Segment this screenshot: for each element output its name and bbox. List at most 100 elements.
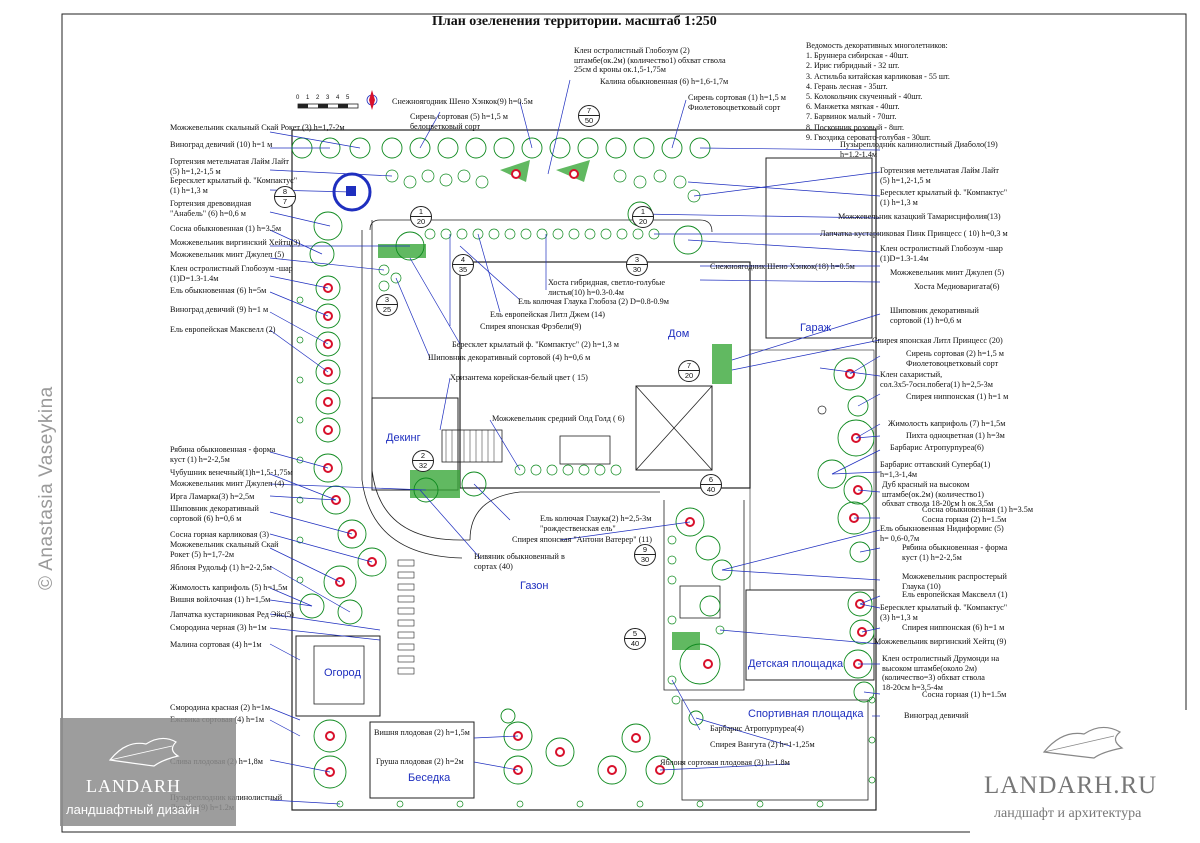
plant-label: Груша плодовая (2) h=2м xyxy=(376,757,464,766)
site-boundary xyxy=(291,129,877,811)
plant-label: Смородина красная (2) h=1м xyxy=(170,703,271,712)
plant-label: Спирея ниппонская (1) h=1 м xyxy=(906,392,1009,401)
plant-label: Спирея японская "Антони Ватерер" (11) xyxy=(512,535,652,544)
plant-label: Можжевельник казацкий Тамарисцифолия(13) xyxy=(838,212,1001,221)
zone-decking: Декинг xyxy=(386,432,421,444)
zone-sports: Спортивная площадка xyxy=(748,708,864,720)
plant-label: Гортензия древовидная "Анабель" (6) h=0,… xyxy=(170,199,252,218)
plant-label: Виноград девичий (46) h=1 м xyxy=(904,711,1007,720)
legend-item: 8. Посконник розовый - 8шт. xyxy=(806,122,905,132)
scale-tick: 1 xyxy=(306,95,310,101)
plant-label: Сосна обыкновенная (1) h=3.5м xyxy=(170,224,282,233)
plant-label: Яблоня Рудольф (1) h=2-2,5м xyxy=(170,563,272,572)
plant-label: Барбарис Атропурпуреа(6) xyxy=(890,443,984,452)
plant-label: Виноград девичий (9) h=1 м xyxy=(170,305,269,314)
plant-label: Хризантема корейская-белый цвет ( 15) xyxy=(450,373,588,382)
plant-label: Дуб красный на высоком штамбе(ок.2м) (ко… xyxy=(882,480,994,508)
plant-label: Сирень сортовая (2) h=1,5 м Фиолетовоцве… xyxy=(906,349,1004,368)
brand-subtitle: ландшафтный дизайн xyxy=(66,802,200,817)
plant-label: Шиповник декоративный сортовой (4) h=0,6… xyxy=(428,353,591,362)
plant-label: Чубушник венечный(1)h=1,5-1,75м xyxy=(170,468,293,477)
plant-label: Рябина обыкновенная - форма куст (1) h=2… xyxy=(902,543,1008,562)
plant-label: Калина обыкновенная (6) h=1,6-1,7м xyxy=(600,77,729,86)
legend-item: 6. Манжетка мягкая - 40шт. xyxy=(806,102,900,112)
zone-gazebo: Беседка xyxy=(408,772,451,784)
plant-label: Бересклет крылатый ф. "Компактус" (1) h=… xyxy=(170,176,298,195)
garage-outline xyxy=(765,157,873,339)
plant-label: Жимолость каприфоль (5) h=1,5м xyxy=(170,583,288,592)
plant-label: Яблоня сортовая плодовая (3) h=1.8м xyxy=(660,758,790,767)
house-core xyxy=(635,385,713,471)
brand-name: LANDARH.RU xyxy=(984,772,1158,799)
plant-label: Можжевельник виргинский Хейтц (9) xyxy=(874,637,1007,646)
sports-outline xyxy=(681,699,869,801)
plant-label: Гортензия метельчатая Лайм Лайт (5) h=1,… xyxy=(170,157,289,176)
brand-subtitle: ландшафт и архитектура xyxy=(994,806,1142,821)
plant-label: Пихта одноцветная (1) h=3м xyxy=(906,431,1005,440)
plant-label: Барбарис Атропурпуреа(4) xyxy=(710,724,804,733)
plant-label: Клен остролистный Глобозум -шар (1)D=1.3… xyxy=(170,264,293,283)
plant-label: Ель обыкновенная Нидиформис (5) h= 0,6-0… xyxy=(880,524,1004,543)
plant-label: Жимолость каприфоль (7) h=1,5м xyxy=(888,419,1006,428)
copyright-watermark: © Anastasia Vaseykina xyxy=(36,386,57,590)
plant-label: Можжевельник средний Олд Голд ( 6) xyxy=(492,414,625,423)
plant-label: Сосна обыкновенная (1) h=3.5м xyxy=(922,505,1034,514)
legend-item: 9. Гвоздика серовато-голубая - 30шт. xyxy=(806,132,931,142)
plant-label: Ель колючая Глаука Глобоза (2) D=0.8-0.9… xyxy=(518,297,669,306)
plant-label: Смородина черная (3) h=1м xyxy=(170,623,267,632)
plant-label: Можжевельник распростерый Глаука (10) xyxy=(902,572,1007,591)
legend-item: 5. Колокольчик скученный - 40шт. xyxy=(806,92,923,102)
plant-label: Ель колючая Глаука(2) h=2,5-3м "рождеств… xyxy=(540,514,652,533)
scale-tick: 4 xyxy=(336,95,340,101)
perennials-legend: Ведомость декоративных многолетников: 1.… xyxy=(806,41,950,143)
plant-label: Ель европейская Максвелл (2) xyxy=(170,325,276,334)
legend-title: Ведомость декоративных многолетников: xyxy=(806,41,948,50)
plant-label: Хоста Медиоваригата(6) xyxy=(914,282,1000,291)
gazebo-outline xyxy=(369,721,475,799)
oak-leaf-icon xyxy=(1042,726,1124,759)
plant-label: Барбарис оттавский Суперба(1) h=1,3-1,4м xyxy=(880,460,991,479)
plant-label: Вишня плодовая (2) h=1,5м xyxy=(374,728,470,737)
plant-label: Спирея японская Литл Принцесс (20) xyxy=(872,336,1003,345)
plant-label: Можжевельник минт Джулеп (4) xyxy=(170,479,285,488)
scale-tick: 2 xyxy=(316,95,320,101)
plant-label: Малина сортовая (4) h=1м xyxy=(170,640,262,649)
plant-label: Гортензия метельчатая Лайм Лайт (5) h=1,… xyxy=(880,166,999,185)
plant-label: Сирень сортовая (1) h=1,5 м Фиолетовоцве… xyxy=(688,93,786,112)
plant-label: Хоста гибридная, светло-голубые листья(1… xyxy=(548,278,665,297)
plant-label: Нивяник обыкновенный в сортах (40) xyxy=(474,552,565,571)
scale-bar xyxy=(297,103,359,109)
plan-title: План озеленения территории. масштаб 1:25… xyxy=(432,14,717,29)
plant-label: Бересклет крылатый ф. "Компактус" (2) h=… xyxy=(452,340,619,349)
plant-label: Сирень сортовая (5) h=1,5 м белоцветковы… xyxy=(410,112,508,131)
plant-label: Можжевельник скальный Скай Рокет (3) h=1… xyxy=(170,123,345,132)
zone-garden: Огород xyxy=(324,667,361,679)
plant-label: Клен остролистный Глобозум -шар (1)D=1.3… xyxy=(880,244,1003,263)
zone-house: Дом xyxy=(668,328,690,340)
plant-label: Сосна горная (1) h=1.5м xyxy=(922,690,1007,699)
plant-label: Спирея японская Фрэбели(9) xyxy=(480,322,582,331)
plant-label: Спирея Вангута (2) h=1-1,25м xyxy=(710,740,815,749)
scale-tick: 3 xyxy=(326,95,330,101)
zone-garage: Гараж xyxy=(800,322,832,334)
plant-label: Лапчатка кустарниковая Пинк Принцесс ( 1… xyxy=(820,229,1008,238)
plant-label: Пузыреплодник калинолистный Диаболо(19) … xyxy=(840,140,998,159)
plant-label: Можжевельник скальный Скай Рокет (5) h=1… xyxy=(170,540,279,559)
zone-playground: Детская площадка xyxy=(748,658,844,670)
legend-item: 1. Бруннера сибирская - 40шт. xyxy=(806,51,909,61)
scale-tick: 0 xyxy=(296,95,300,101)
plant-label: Клен сахаристый, сол.3х5-7осн.побега(1) … xyxy=(880,370,993,389)
plant-label: Можжевельник виргинский Хейтц(3) xyxy=(170,238,301,247)
plant-label: Ель европейская Литл Джем (14) xyxy=(490,310,605,319)
plant-label: Можжевельник минт Джулеп (5) xyxy=(170,250,285,259)
